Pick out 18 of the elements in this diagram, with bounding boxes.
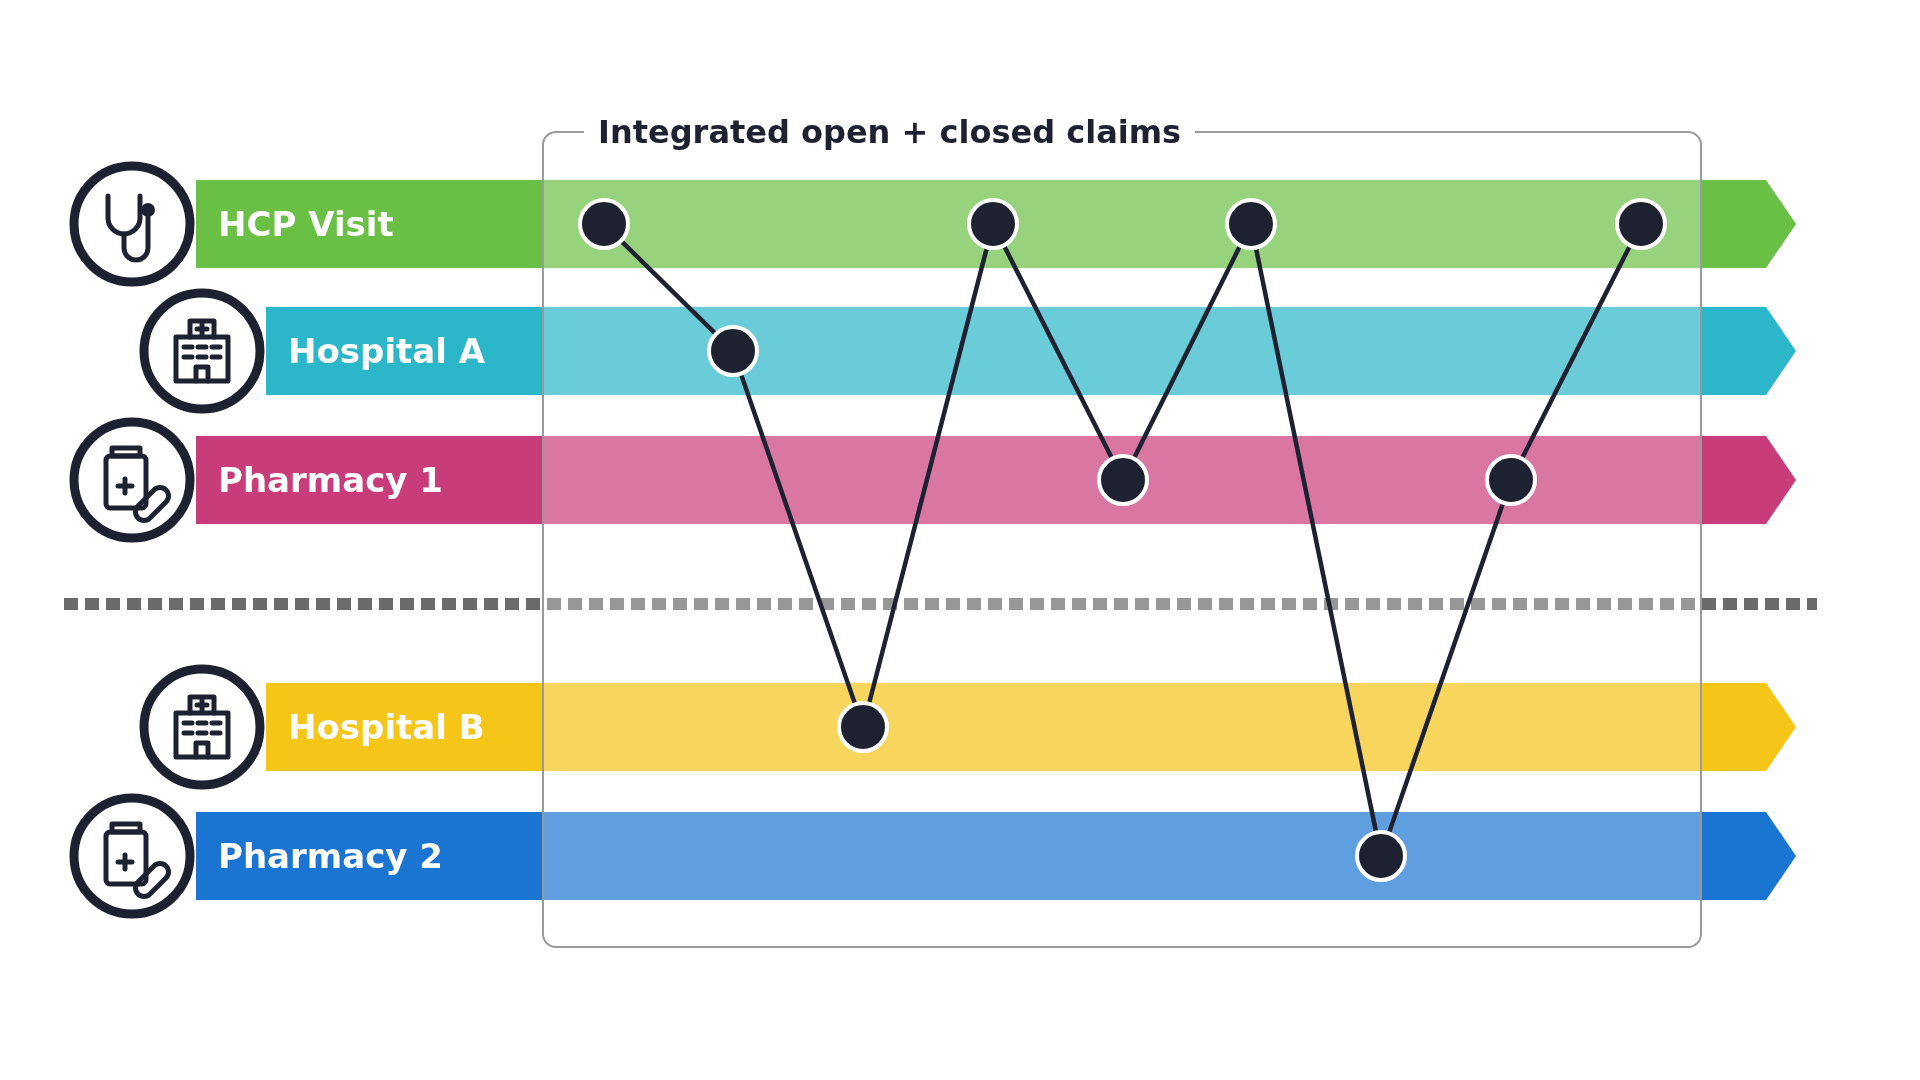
lane-header <box>196 436 542 524</box>
lane-header <box>266 683 542 771</box>
connector-line <box>620 239 717 336</box>
lane-label: Hospital A <box>288 330 486 373</box>
connector-line <box>739 373 857 705</box>
lane-label: Hospital B <box>288 706 485 749</box>
connector-line <box>1387 502 1505 834</box>
connector-line <box>1002 245 1114 459</box>
connector-line <box>867 247 989 704</box>
lane-header <box>196 812 542 900</box>
lane-label: Pharmacy 2 <box>218 835 444 878</box>
lane-header <box>266 307 542 395</box>
lane-label: HCP Visit <box>218 203 394 246</box>
lane-header <box>196 180 542 268</box>
connector-line <box>1132 245 1242 459</box>
lane-label: Pharmacy 1 <box>218 459 444 502</box>
connector-line <box>1253 248 1379 832</box>
connector-line <box>1520 245 1632 459</box>
